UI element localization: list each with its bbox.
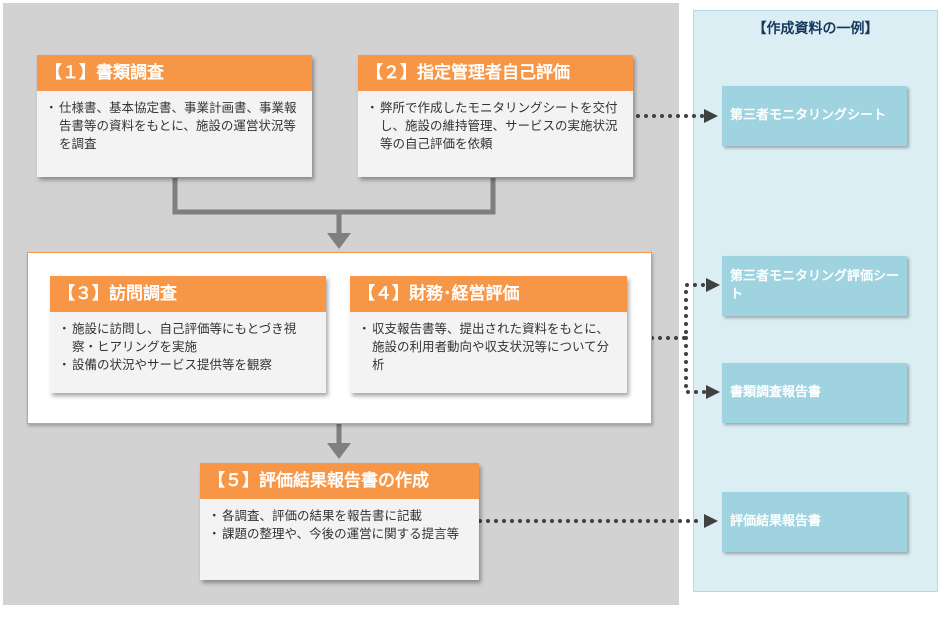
merge-line (172, 178, 496, 215)
step-3-body: 施設に訪問し、自己評価等にもとづき視察・ヒアリングを実施 設備の状況やサービス提… (50, 312, 326, 393)
step-2-body: 弊所で作成したモニタリングシートを交付し、施設の維持管理、サービスの実施状況等の… (358, 91, 633, 177)
step-card-4: 【４】財務･経営評価 収支報告書等、提出された資料をもとに、施設の利用者動向や収… (350, 276, 627, 393)
step-5-line-2: 課題の整理や、今後の運営に関する提言等 (208, 525, 471, 543)
step-4-body: 収支報告書等、提出された資料をもとに、施設の利用者動向や収支状況等について分析 (350, 312, 627, 393)
dotted-link-4b (684, 336, 708, 394)
down-arrow-2 (327, 443, 351, 459)
down-arrow-1 (327, 233, 351, 249)
step-card-3: 【３】訪問調査 施設に訪問し、自己評価等にもとづき視察・ヒアリングを実施 設備の… (50, 276, 326, 393)
link-arrow-3 (706, 385, 720, 399)
link-arrow-1 (704, 109, 718, 123)
step-2-title: 【２】指定管理者自己評価 (358, 55, 633, 91)
step-4-line-1: 収支報告書等、提出された資料をもとに、施設の利用者動向や収支状況等について分析 (358, 320, 619, 374)
step-5-title: 【５】評価結果報告書の作成 (200, 463, 479, 499)
resource-document-survey-report: 書類調査報告書 (722, 363, 907, 423)
resource-monitoring-evaluation-sheet: 第三者モニタリング評価シート (722, 256, 907, 316)
step-card-2: 【２】指定管理者自己評価 弊所で作成したモニタリングシートを交付し、施設の維持管… (358, 55, 633, 177)
step-1-body: 仕様書、基本協定書、事業計画書、事業報告書等の資料をもとに、施設の運営状況等を調… (37, 91, 312, 177)
step-3-title: 【３】訪問調査 (50, 276, 326, 312)
step-1-title: 【１】書類調査 (37, 55, 312, 91)
link-arrow-2 (706, 278, 720, 292)
step-5-body: 各調査、評価の結果を報告書に記載 課題の整理や、今後の運営に関する提言等 (200, 499, 479, 580)
dotted-link-4a (650, 283, 708, 340)
step-5-line-1: 各調査、評価の結果を報告書に記載 (208, 507, 471, 525)
step-3-line-2: 設備の状況やサービス提供等を観察 (58, 356, 318, 374)
link-arrow-4 (704, 514, 718, 528)
resource-evaluation-result-report: 評価結果報告書 (722, 492, 907, 552)
step-3-line-1: 施設に訪問し、自己評価等にもとづき視察・ヒアリングを実施 (58, 320, 318, 356)
step-card-5: 【５】評価結果報告書の作成 各調査、評価の結果を報告書に記載 課題の整理や、今後… (200, 463, 479, 580)
resource-monitoring-sheet: 第三者モニタリングシート (722, 86, 907, 146)
step-4-title: 【４】財務･経営評価 (350, 276, 627, 312)
step-card-1: 【１】書類調査 仕様書、基本協定書、事業計画書、事業報告書等の資料をもとに、施設… (37, 55, 312, 177)
step-2-line-1: 弊所で作成したモニタリングシートを交付し、施設の維持管理、サービスの実施状況等の… (366, 99, 625, 153)
resource-panel-title: 【作成資料の一例】 (752, 21, 879, 37)
step-1-line-1: 仕様書、基本協定書、事業計画書、事業報告書等の資料をもとに、施設の運営状況等を調… (45, 99, 304, 153)
